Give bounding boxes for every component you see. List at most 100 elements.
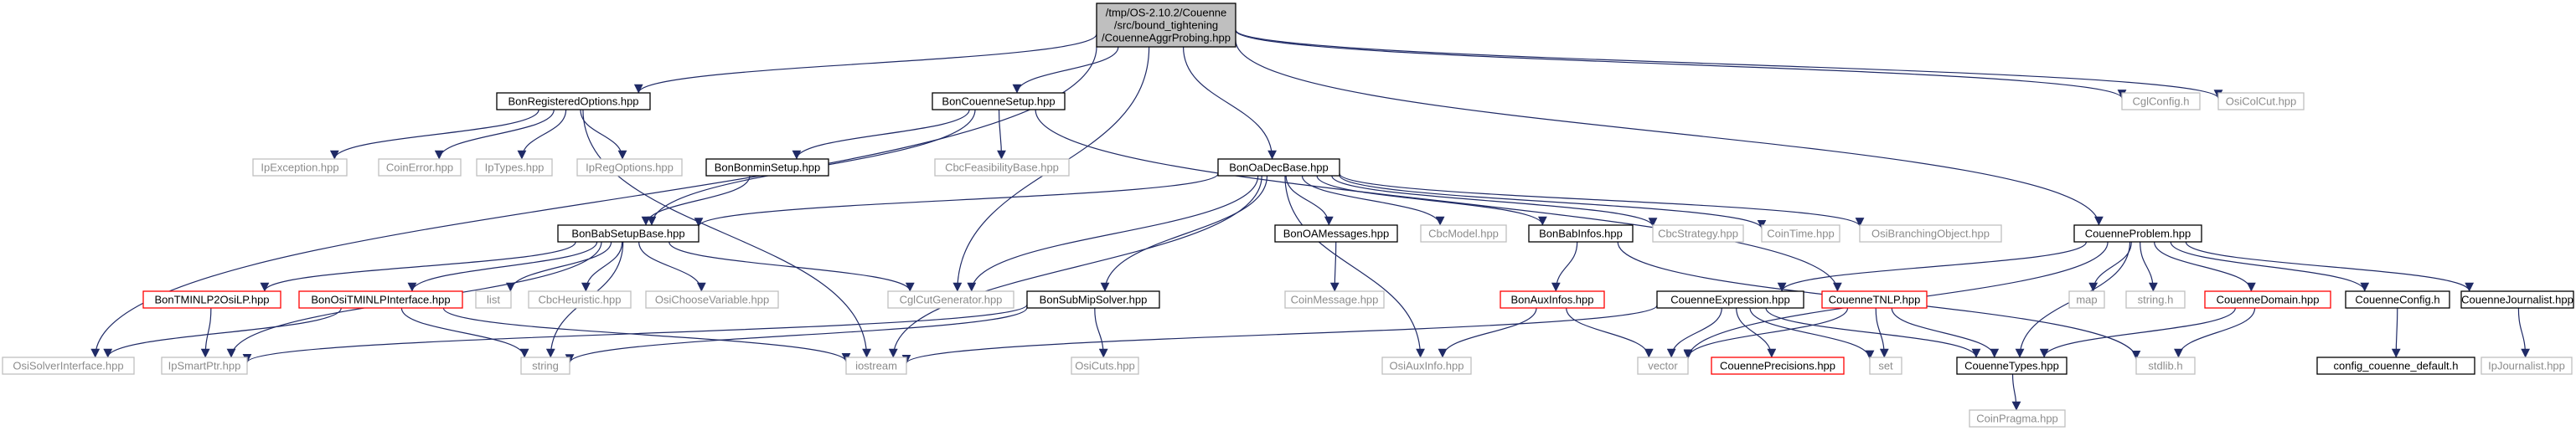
- edge-BonCouenneSetup-to-BonBonminSetup: [792, 109, 970, 160]
- node-BonBabSetupBase[interactable]: BonBabSetupBase.hpp: [557, 224, 699, 243]
- node-CouenneJournalist[interactable]: CouenneJournalist.hpp: [2460, 290, 2574, 309]
- node-BonCouenneSetup[interactable]: BonCouenneSetup.hpp: [932, 92, 1066, 110]
- edge-root-to-BonOaDecBase: [1182, 46, 1277, 160]
- node-IpTypes[interactable]: IpTypes.hpp: [476, 158, 553, 177]
- node-CbcStrategy[interactable]: CbcStrategy.hpp: [1652, 224, 1744, 243]
- node-CbcFeasibilityBase[interactable]: CbcFeasibilityBase.hpp: [934, 158, 1070, 177]
- node-CouennePrecisions[interactable]: CouennePrecisions.hpp: [1711, 357, 1845, 375]
- node-box: [252, 158, 348, 177]
- node-box: [1859, 224, 2002, 243]
- node-CouenneConfig[interactable]: CouenneConfig.h: [2345, 290, 2450, 309]
- node-CouenneTNLP[interactable]: CouenneTNLP.hpp: [1821, 290, 1928, 309]
- edge-CouenneJournalist-to-IpJournalist: [2517, 307, 2531, 358]
- node-BonSubMipSolver[interactable]: BonSubMipSolver.hpp: [1026, 290, 1160, 309]
- node-iostream[interactable]: iostream: [845, 357, 907, 375]
- node-label: BonBabSetupBase.hpp: [571, 228, 684, 240]
- node-OsiBranchingObject[interactable]: OsiBranchingObject.hpp: [1859, 224, 2002, 243]
- node-string[interactable]: string: [520, 357, 570, 375]
- node-label: BonOaDecBase.hpp: [1229, 162, 1329, 174]
- edge-CouenneDomain-to-CouenneTypes: [2039, 307, 2236, 358]
- node-label: string: [532, 360, 559, 372]
- node-CbcHeuristic[interactable]: CbcHeuristic.hpp: [528, 290, 632, 309]
- node-OsiCuts[interactable]: OsiCuts.hpp: [1071, 357, 1139, 375]
- node-list[interactable]: list: [475, 290, 512, 309]
- node-label: BonTMINLP2OsiLP.hpp: [154, 294, 269, 306]
- edge-BonRegisteredOptions-to-IpTypes: [517, 109, 567, 160]
- node-vector[interactable]: vector: [1637, 357, 1689, 375]
- edge-CouenneProblem-to-CouenneJournalist: [2185, 241, 2474, 292]
- edge-CouenneExpression-to-CouennePrecisions: [1736, 307, 1777, 358]
- node-OsiColCut[interactable]: OsiColCut.hpp: [2217, 92, 2305, 110]
- node-CglCutGenerator[interactable]: CglCutGenerator.hpp: [887, 290, 1014, 309]
- node-CbcModel[interactable]: CbcModel.hpp: [1420, 224, 1507, 243]
- node-box: [1652, 224, 1744, 243]
- node-box: [1637, 357, 1689, 375]
- node-CouenneDomain[interactable]: CouenneDomain.hpp: [2204, 290, 2331, 309]
- edge-CouenneTNLP-to-set: [1875, 307, 1889, 358]
- node-box: [1026, 290, 1160, 309]
- node-CoinMessage[interactable]: CoinMessage.hpp: [1284, 290, 1385, 309]
- node-box: [1274, 224, 1398, 243]
- node-box: [2316, 357, 2475, 375]
- node-label: OsiChooseVariable.hpp: [655, 294, 769, 306]
- node-BonAuxInfos[interactable]: BonAuxInfos.hpp: [1500, 290, 1605, 309]
- node-stringh[interactable]: string.h: [2125, 290, 2186, 309]
- edge-BonTMINLP2OsiLP-to-IpSmartPtr: [200, 307, 212, 358]
- node-label: CouenneTypes.hpp: [1964, 360, 2059, 372]
- edge-BonBonminSetup-to-BonBabSetupBase: [641, 175, 751, 226]
- node-CoinError[interactable]: CoinError.hpp: [378, 158, 462, 177]
- node-BonTMINLP2OsiLP[interactable]: BonTMINLP2OsiLP.hpp: [142, 290, 281, 309]
- node-label: config_couenne_default.h: [2334, 360, 2459, 372]
- edge-BonBabSetupBase-to-list: [506, 241, 612, 292]
- node-BonBonminSetup[interactable]: BonBonminSetup.hpp: [705, 158, 829, 177]
- node-CglConfig[interactable]: CglConfig.h: [2121, 92, 2201, 110]
- node-label: OsiAuxInfo.hpp: [1390, 360, 1464, 372]
- node-BonOaDecBase[interactable]: BonOaDecBase.hpp: [1217, 158, 1340, 177]
- node-IpException[interactable]: IpException.hpp: [252, 158, 348, 177]
- node-CoinTime[interactable]: CoinTime.hpp: [1761, 224, 1840, 243]
- node-label: stdlib.h: [2148, 360, 2182, 372]
- node-box: [1500, 290, 1605, 309]
- edge-root-to-BonCouenneSetup: [1012, 46, 1119, 94]
- edge-CouenneProblem-to-map: [2088, 241, 2132, 292]
- node-OsiSolverInterface[interactable]: OsiSolverInterface.hpp: [2, 357, 135, 375]
- node-stdlibh[interactable]: stdlib.h: [2135, 357, 2196, 375]
- node-CoinPragma[interactable]: CoinPragma.hpp: [1969, 409, 2066, 428]
- node-IpSmartPtr[interactable]: IpSmartPtr.hpp: [161, 357, 248, 375]
- node-OsiChooseVariable[interactable]: OsiChooseVariable.hpp: [645, 290, 779, 309]
- node-set[interactable]: set: [1869, 357, 1902, 375]
- node-label: CouenneProblem.hpp: [2085, 228, 2191, 240]
- edge-BonOaDecBase-to-BonBabInfos: [1316, 175, 1547, 226]
- node-map[interactable]: map: [2068, 290, 2105, 309]
- edge-BonOaDecBase-to-BonOAMessages: [1285, 175, 1334, 226]
- node-config_couenne_default[interactable]: config_couenne_default.h: [2316, 357, 2475, 375]
- node-OsiAuxInfo[interactable]: OsiAuxInfo.hpp: [1381, 357, 1472, 375]
- node-root[interactable]: /tmp/OS-2.10.2/Couenne/src/bound_tighten…: [1096, 3, 1236, 48]
- node-box: [496, 92, 651, 110]
- node-BonOAMessages[interactable]: BonOAMessages.hpp: [1274, 224, 1398, 243]
- edge-BonBabSetupBase-to-BonOsiTMINLPInterface: [407, 241, 598, 292]
- node-BonRegisteredOptions[interactable]: BonRegisteredOptions.hpp: [496, 92, 651, 110]
- node-box: [2125, 290, 2186, 309]
- node-CouenneTypes[interactable]: CouenneTypes.hpp: [1956, 357, 2068, 375]
- node-box: [161, 357, 248, 375]
- node-CouenneProblem[interactable]: CouenneProblem.hpp: [2073, 224, 2202, 243]
- edge-CouenneTNLP-to-CouenneTypes: [1891, 307, 2000, 358]
- node-BonOsiTMINLPInterface[interactable]: BonOsiTMINLPInterface.hpp: [298, 290, 463, 309]
- edge-BonOsiTMINLPInterface-to-OsiSolverInterface: [103, 307, 342, 358]
- node-box: [378, 158, 462, 177]
- node-label: OsiCuts.hpp: [1075, 360, 1135, 372]
- node-IpJournalist[interactable]: IpJournalist.hpp: [2480, 357, 2573, 375]
- edge-BonBabSetupBase-to-CbcHeuristic: [581, 241, 623, 292]
- edge-BonBabSetupBase-to-BonTMINLP2OsiLP: [260, 241, 576, 292]
- node-label: BonBonminSetup.hpp: [715, 162, 820, 174]
- node-IpRegOptions[interactable]: IpRegOptions.hpp: [576, 158, 683, 177]
- node-box: [2135, 357, 2196, 375]
- edge-BonSubMipSolver-to-OsiCuts: [1094, 307, 1108, 358]
- node-CouenneExpression[interactable]: CouenneExpression.hpp: [1656, 290, 1804, 309]
- node-box: [2068, 290, 2105, 309]
- node-label: CglConfig.h: [2133, 95, 2190, 108]
- node-BonBabInfos[interactable]: BonBabInfos.hpp: [1528, 224, 1634, 243]
- edge-root-to-CglConfig: [1235, 29, 2127, 99]
- node-label: CbcFeasibilityBase.hpp: [945, 162, 1059, 174]
